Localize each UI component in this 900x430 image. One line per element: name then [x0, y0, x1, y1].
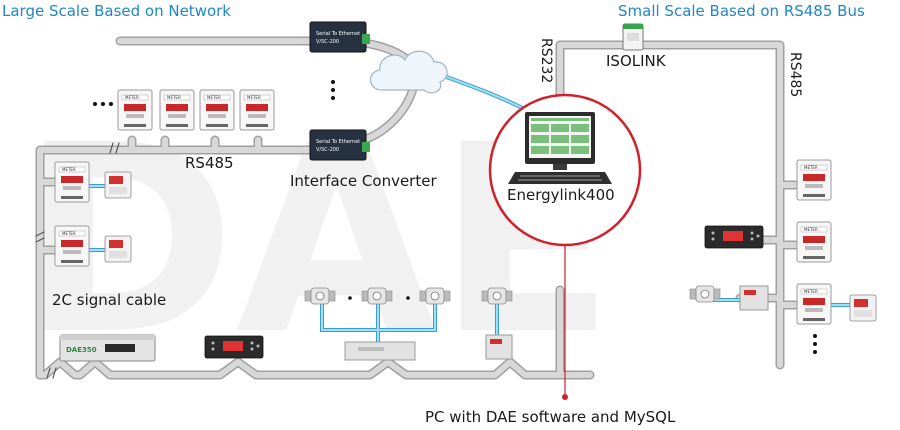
- din-panel-icon: DAE350: [59, 334, 156, 362]
- callout-dot: [562, 394, 568, 400]
- right-vertical-dots: [813, 334, 817, 354]
- converter-top-line2: V/SC-200: [316, 39, 339, 45]
- label-pc-caption: PC with DAE software and MySQL: [425, 408, 676, 426]
- label-isolink: ISOLINK: [606, 52, 666, 70]
- meter-icon: [796, 159, 832, 201]
- label-rs485-left: RS485: [185, 154, 234, 172]
- small-box-icon: [485, 334, 513, 360]
- converter-bottom-line1: Serial To Ethernet: [316, 139, 360, 145]
- meter-row-top: [93, 80, 335, 131]
- meter-icon: [239, 89, 275, 131]
- flow-dots: [348, 296, 410, 300]
- bottom-devices: DAE350: [59, 287, 513, 362]
- meter-icon: [796, 221, 832, 263]
- meter-icon: [117, 89, 153, 131]
- flow-meter-icon: [304, 287, 336, 305]
- meter-icon: [54, 225, 90, 267]
- pc-highlight: [488, 93, 642, 400]
- converter-icon-top: Serial To Ethernet V/SC-200: [309, 21, 370, 53]
- thermo-icon: [849, 294, 877, 322]
- label-energylink: Energylink400: [507, 186, 615, 204]
- isolink-icon: [622, 23, 644, 51]
- meter-icon: [199, 89, 235, 131]
- display-unit-icon: [704, 225, 764, 249]
- converter-top-line1: Serial To Ethernet: [316, 31, 360, 37]
- flow-meter-icon: [419, 287, 451, 305]
- heading-large-scale: Large Scale Based on Network: [2, 2, 231, 20]
- din-panel-brand: DAE350: [66, 346, 97, 354]
- converter-bottom-line2: V/SC-200: [316, 147, 339, 153]
- vertical-dots: [331, 80, 335, 100]
- calculator-box-icon: [344, 341, 416, 361]
- meter-icon: [796, 283, 832, 325]
- meter-icon: [159, 89, 195, 131]
- controller-box-icon: [739, 285, 769, 311]
- right-column-devices: [689, 159, 877, 354]
- cloud-icon: [369, 50, 448, 94]
- pc-icon: [508, 112, 612, 184]
- meter-icon: [54, 161, 90, 203]
- heading-small-scale: Small Scale Based on RS485 Bus: [618, 2, 865, 20]
- converter-icon-bottom: Serial To Ethernet V/SC-200: [309, 129, 370, 161]
- display-unit-icon: [204, 335, 264, 359]
- label-rs232: RS232: [538, 38, 554, 84]
- thermo-icon: [104, 171, 132, 199]
- label-rs485-right: RS485: [787, 52, 803, 98]
- thermo-icon: [104, 235, 132, 263]
- label-signal-cable: 2C signal cable: [52, 291, 167, 309]
- flow-meter-icon: [361, 287, 393, 305]
- flow-meter-icon: [481, 287, 513, 305]
- label-interface-converter: Interface Converter: [290, 172, 437, 190]
- ellipsis-dots: [93, 102, 113, 106]
